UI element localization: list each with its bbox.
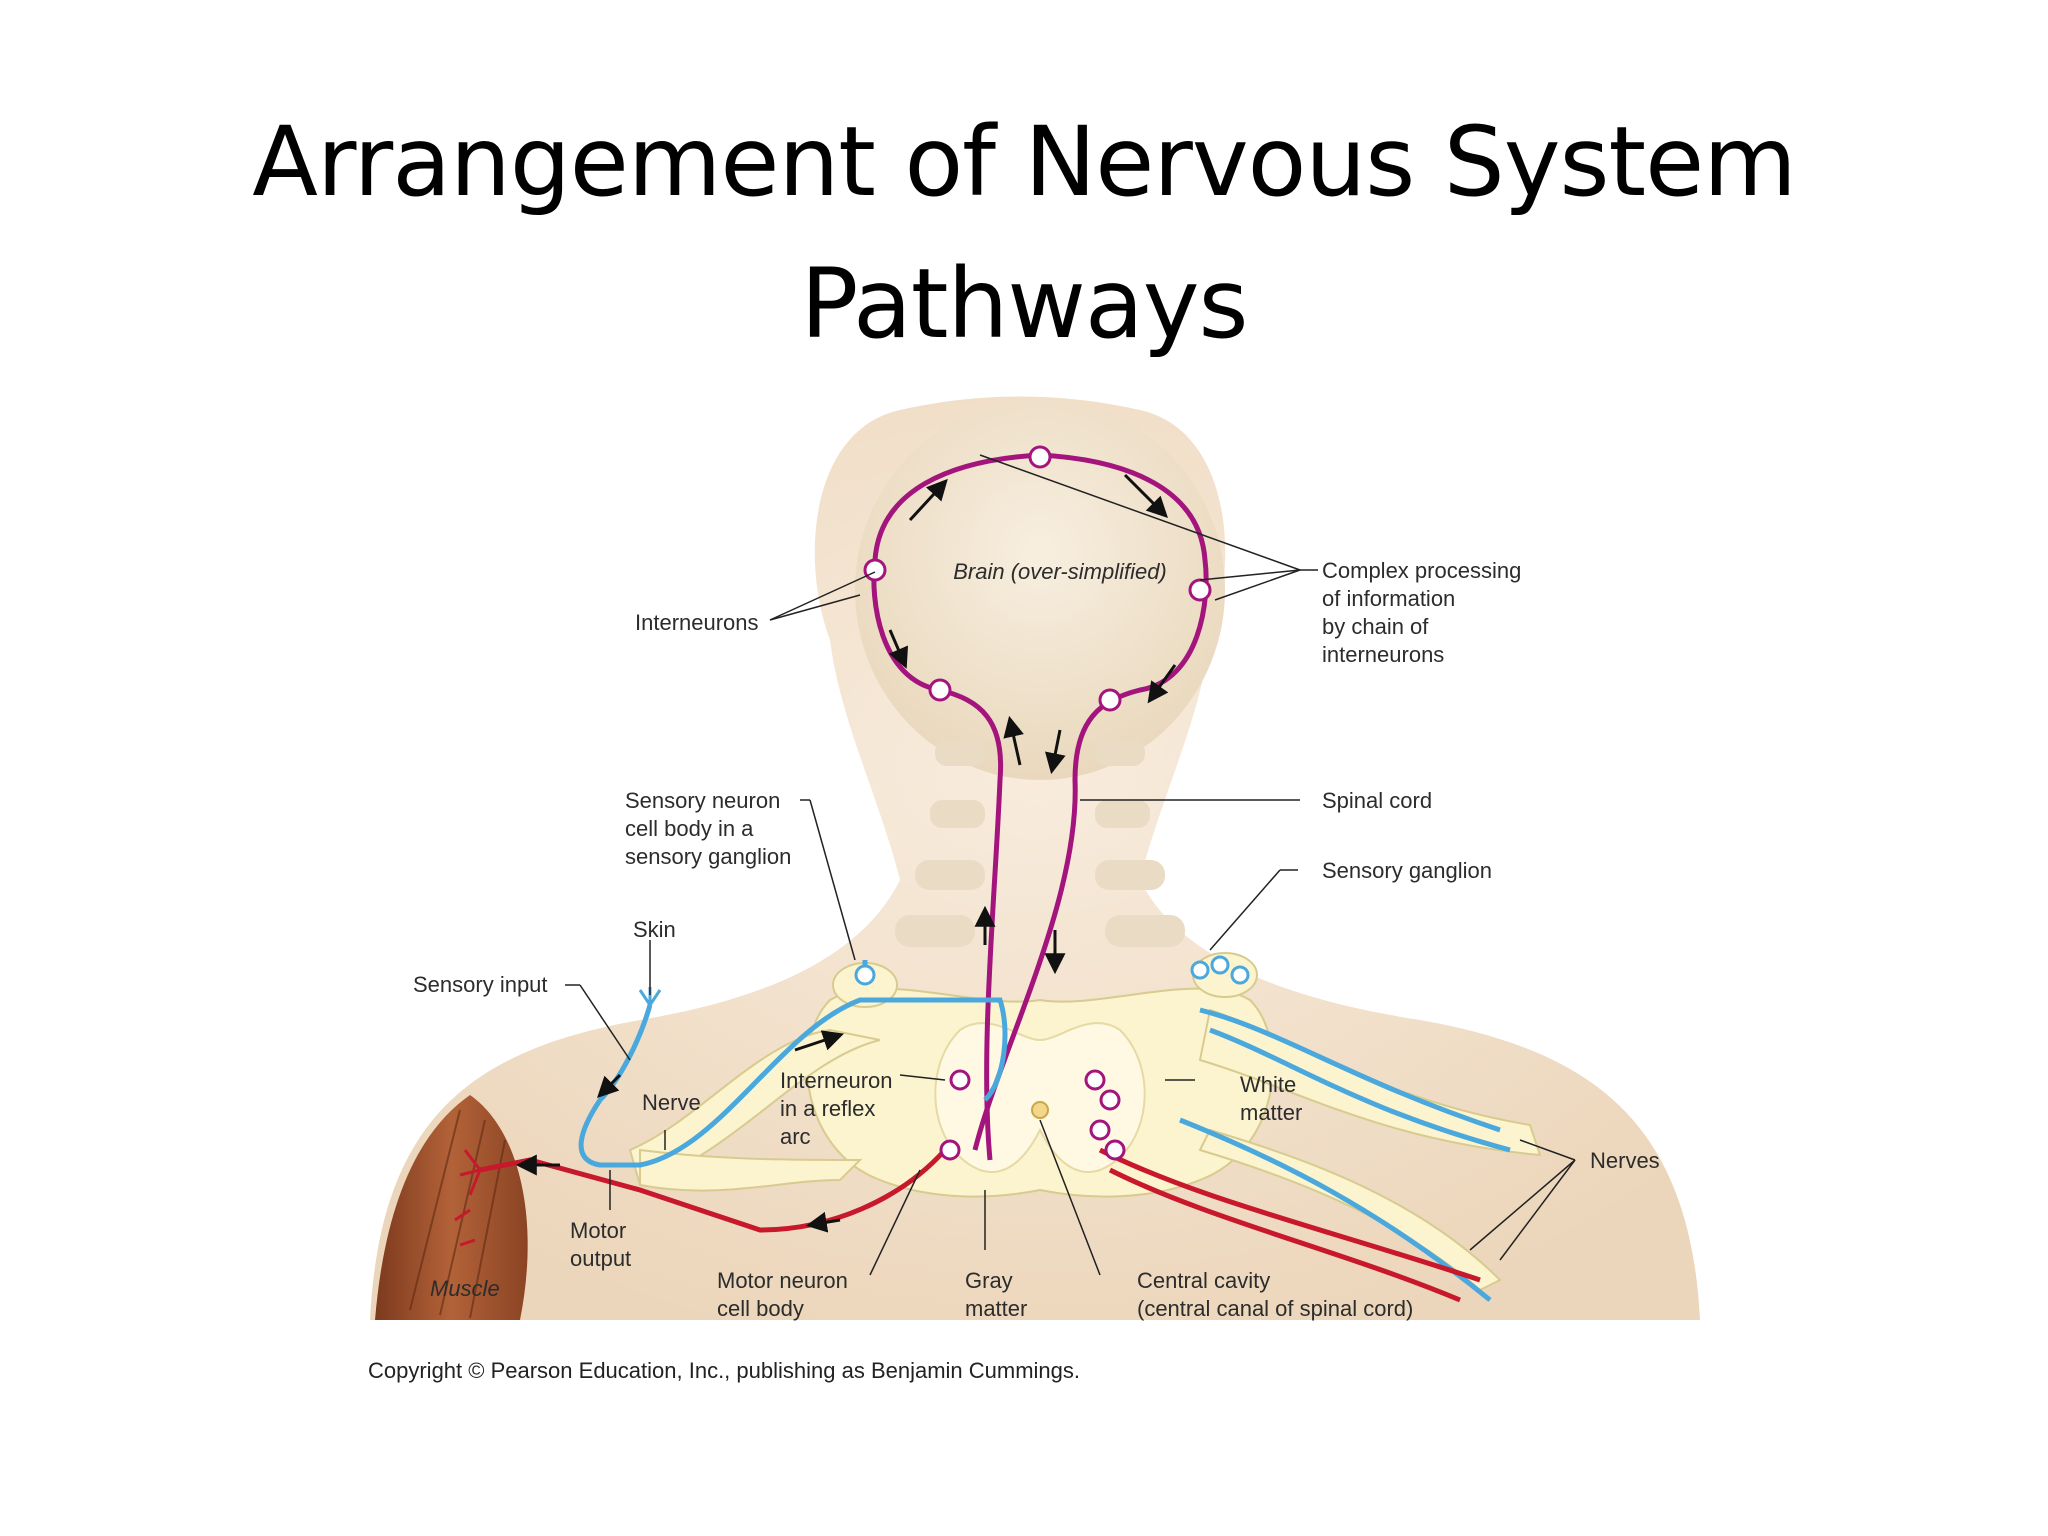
svg-text:cell body in a: cell body in a bbox=[625, 816, 754, 841]
ganglion-cell-bodies bbox=[854, 955, 1250, 986]
brain-interneurons bbox=[863, 445, 1212, 712]
svg-text:of information: of information bbox=[1322, 586, 1455, 611]
svg-text:Interneuron: Interneuron bbox=[780, 1068, 893, 1093]
svg-text:White: White bbox=[1240, 1072, 1296, 1097]
svg-text:Gray: Gray bbox=[965, 1268, 1013, 1293]
label-interneuron-reflex: Interneuron in a reflex arc bbox=[780, 1068, 893, 1149]
label-sensory-input: Sensory input bbox=[413, 972, 548, 997]
flow-arrows bbox=[515, 473, 1177, 1233]
label-interneurons: Interneurons bbox=[635, 610, 759, 635]
svg-text:by chain of: by chain of bbox=[1322, 614, 1429, 639]
label-complex-processing: Complex processing of information by cha… bbox=[1322, 558, 1521, 667]
label-central-cavity: Central cavity (central canal of spinal … bbox=[1137, 1268, 1413, 1321]
label-white-matter: White matter bbox=[1240, 1072, 1302, 1125]
leader-lines bbox=[565, 454, 1576, 1276]
label-nerves: Nerves bbox=[1590, 1148, 1660, 1173]
svg-text:Complex processing: Complex processing bbox=[1322, 558, 1521, 583]
copyright-notice: Copyright © Pearson Education, Inc., pub… bbox=[368, 1358, 1080, 1383]
svg-text:Motor: Motor bbox=[570, 1218, 626, 1243]
svg-text:(central canal of spinal cord): (central canal of spinal cord) bbox=[1137, 1296, 1413, 1321]
slide-title-line-1: Arrangement of Nervous System bbox=[252, 106, 1796, 218]
motor-pathway bbox=[479, 1147, 1481, 1303]
left-nerve-sheath bbox=[628, 962, 898, 1192]
label-spinal-cord: Spinal cord bbox=[1322, 788, 1432, 813]
slide-title-line-2: Pathways bbox=[800, 248, 1248, 360]
vertebrae bbox=[895, 740, 1185, 947]
svg-text:sensory ganglion: sensory ganglion bbox=[625, 844, 791, 869]
svg-text:Central cavity: Central cavity bbox=[1137, 1268, 1270, 1293]
label-motor-output: Motor output bbox=[570, 1218, 631, 1271]
label-muscle: Muscle bbox=[430, 1276, 500, 1301]
label-sensory-ganglion: Sensory ganglion bbox=[1322, 858, 1492, 883]
svg-text:in a reflex: in a reflex bbox=[780, 1096, 875, 1121]
svg-text:matter: matter bbox=[1240, 1100, 1302, 1125]
svg-text:cell body: cell body bbox=[717, 1296, 804, 1321]
muscle-motor-endings bbox=[454, 1149, 482, 1247]
svg-text:Motor neuron: Motor neuron bbox=[717, 1268, 848, 1293]
spinal-neuron-cell-bodies bbox=[939, 1069, 1126, 1161]
muscle-striations bbox=[409, 1109, 506, 1319]
svg-text:interneurons: interneurons bbox=[1322, 642, 1444, 667]
svg-text:arc: arc bbox=[780, 1124, 811, 1149]
label-sensory-neuron-cell-body: Sensory neuron cell body in a sensory ga… bbox=[625, 788, 791, 869]
label-gray-matter: Gray matter bbox=[965, 1268, 1027, 1321]
svg-text:Sensory neuron: Sensory neuron bbox=[625, 788, 780, 813]
muscle bbox=[375, 1095, 528, 1320]
label-brain: Brain (over-simplified) bbox=[953, 559, 1167, 584]
svg-text:matter: matter bbox=[965, 1296, 1027, 1321]
label-nerve: Nerve bbox=[642, 1090, 701, 1115]
central-canal bbox=[1031, 1101, 1049, 1119]
label-skin: Skin bbox=[633, 917, 676, 942]
svg-text:output: output bbox=[570, 1246, 631, 1271]
sensory-pathway bbox=[578, 960, 1511, 1302]
label-motor-neuron-cell-body: Motor neuron cell body bbox=[717, 1268, 848, 1321]
